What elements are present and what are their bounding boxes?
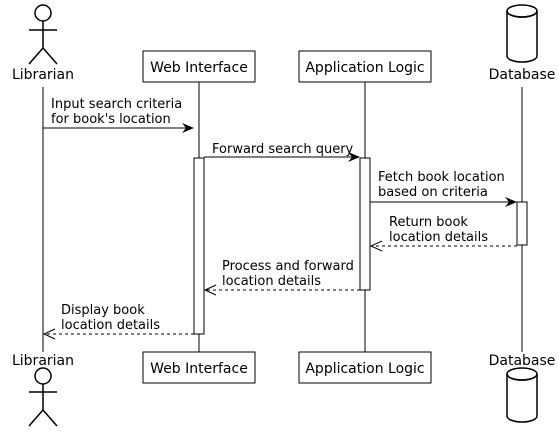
participant-label-application-logic-top: Application Logic xyxy=(305,60,424,76)
participant-box-web-interface-bottom xyxy=(142,351,256,384)
message-4-arrowhead xyxy=(369,240,383,252)
message-3-line-2: based on criteria xyxy=(378,185,488,200)
message-4-line-2: location details xyxy=(389,230,488,245)
message-1-line-1: Input search criteria xyxy=(51,97,182,112)
message-6-arrowhead xyxy=(42,328,56,340)
message-6-line-2: location details xyxy=(61,318,160,333)
message-3-line-1: Fetch book location xyxy=(378,170,505,185)
message-5-line-1: Process and forward xyxy=(222,259,354,274)
activation-database xyxy=(516,201,528,246)
database-icon-top xyxy=(506,4,538,63)
activation-web-interface xyxy=(193,157,205,335)
message-5-arrowhead xyxy=(203,284,217,296)
librarian-actor-icon-bottom xyxy=(28,367,58,427)
message-1-line-2: for book's location xyxy=(51,112,171,127)
message-2-arrowhead xyxy=(348,152,360,162)
participant-label-database-bottom: Database xyxy=(489,353,556,369)
participant-box-application-logic-top xyxy=(298,50,432,83)
participant-label-database-top: Database xyxy=(489,67,556,83)
participant-box-web-interface-top xyxy=(142,50,256,83)
librarian-actor-icon-top xyxy=(28,4,58,65)
message-3-arrowhead xyxy=(505,197,517,207)
database-icon-bottom xyxy=(506,367,538,423)
activation-application-logic xyxy=(359,157,371,291)
message-4-line-1: Return book xyxy=(389,215,468,230)
message-2-line-1: Forward search query xyxy=(212,142,354,157)
participant-label-web-interface-top: Web Interface xyxy=(150,60,248,76)
participant-label-application-logic-bottom: Application Logic xyxy=(305,361,424,377)
participant-box-application-logic-bottom xyxy=(298,351,432,384)
message-1-arrowhead xyxy=(182,123,194,133)
participant-label-librarian-bottom: Librarian xyxy=(12,353,74,369)
participant-label-web-interface-bottom: Web Interface xyxy=(150,361,248,377)
message-5-line-2: location details xyxy=(222,274,321,289)
message-6-line-1: Display book xyxy=(61,303,145,318)
participant-label-librarian-top: Librarian xyxy=(12,67,74,83)
